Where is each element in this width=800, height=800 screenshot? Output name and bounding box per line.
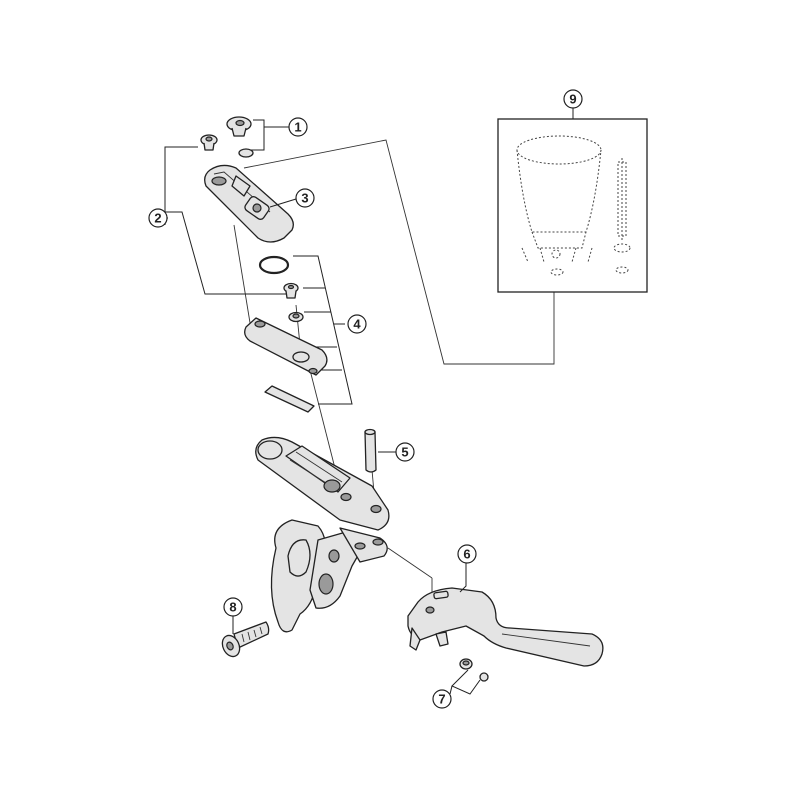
callout-label-3: 3 (301, 191, 308, 206)
part-oring (258, 255, 290, 275)
callout-4: 4 (293, 255, 367, 405)
callout-label-6: 6 (463, 547, 470, 562)
callout-7: 7 (432, 669, 481, 709)
callout-label-2: 2 (154, 211, 161, 226)
callout-9: 9 (563, 89, 583, 119)
callout-1: 1 (251, 117, 308, 151)
part-6-lever (407, 587, 604, 667)
callout-label-8: 8 (229, 600, 236, 615)
part-master-cylinder-body (255, 436, 390, 633)
callout-2: 2 (148, 146, 288, 295)
part-2-bolts (200, 134, 299, 299)
callout-label-4: 4 (353, 317, 361, 332)
part-1-screw-cap (226, 116, 254, 158)
part-8-clamp-bolt (221, 621, 270, 658)
callout-8: 8 (223, 597, 243, 634)
callout-label-7: 7 (438, 692, 445, 707)
callout-3: 3 (269, 188, 315, 208)
part-3-reservoir-cap (204, 164, 294, 243)
part-4-plates (244, 311, 328, 413)
callout-label-9: 9 (569, 92, 576, 107)
callout-6: 6 (457, 544, 477, 593)
part-5-pin (364, 428, 377, 473)
bleed-kit-box (497, 118, 648, 293)
part-7-set-screws (459, 658, 489, 682)
callout-label-5: 5 (401, 445, 408, 460)
callout-5: 5 (378, 442, 415, 462)
callout-label-1: 1 (294, 120, 301, 135)
